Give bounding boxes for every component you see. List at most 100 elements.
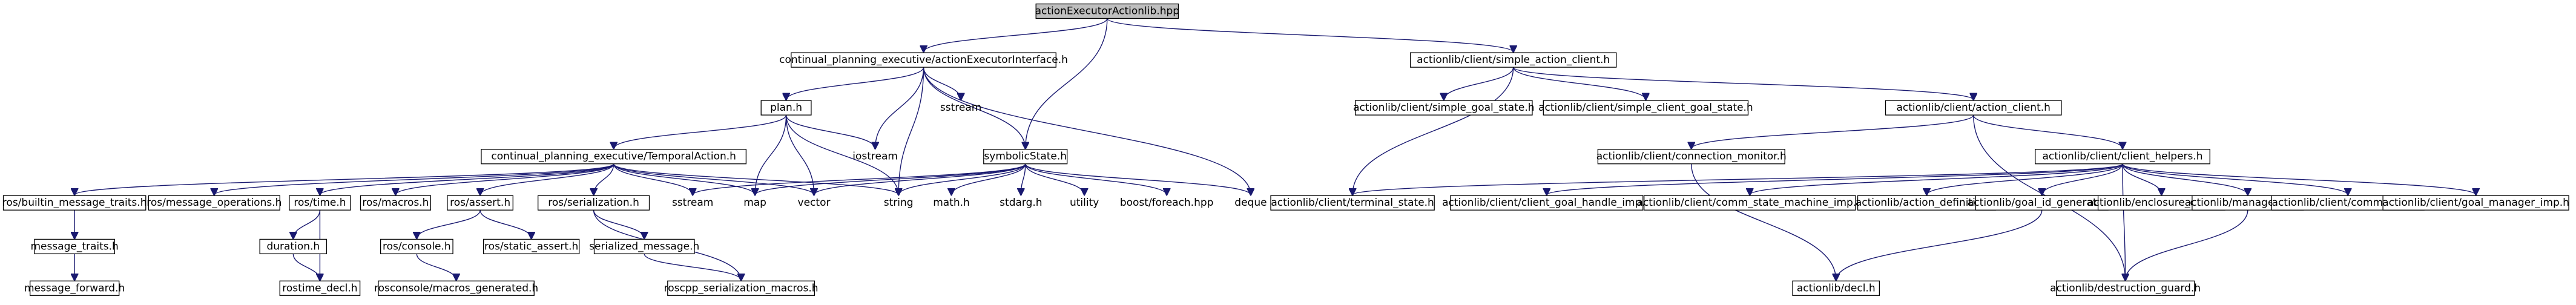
- edge-symstate-to-foreach: [1025, 163, 1167, 195]
- node-box-duration: [259, 238, 328, 255]
- node-destguard[interactable]: actionlib/destruction_guard.h: [2050, 280, 2201, 296]
- node-label-msgfwd: message_forward.h: [24, 282, 125, 294]
- node-rosmacros[interactable]: ros/macros.h: [360, 195, 431, 211]
- node-label-sstream_top: sstream: [940, 102, 981, 114]
- node-label-rostime: ros/time.h: [294, 197, 346, 209]
- node-rosconsole[interactable]: ros/console.h: [380, 238, 453, 255]
- edge-clienthelpers-to-goalid: [2042, 163, 2123, 195]
- edge-symstate-to-sstream2: [693, 163, 1026, 195]
- node-label-sermsg: serialized_message.h: [589, 240, 699, 252]
- node-label-mathh: math.h: [933, 197, 970, 209]
- node-aei[interactable]: continual_planning_executive/actionExecu…: [779, 52, 1068, 68]
- edge-clienthelpers-to-encdel: [2122, 163, 2161, 195]
- node-box-macrosgen: [378, 280, 535, 296]
- edge-symstate-to-utility: [1025, 163, 1084, 195]
- node-goalmgr[interactable]: actionlib/client/goal_manager_imp.h: [2382, 195, 2569, 211]
- node-box-rosassert: [447, 195, 513, 211]
- node-rosassert[interactable]: ros/assert.h: [447, 195, 513, 211]
- node-serialization[interactable]: ros/serialization.h: [538, 195, 650, 211]
- edge-clienthelpers-to-destguard: [2123, 163, 2126, 281]
- node-root[interactable]: actionExecutorActionlib.hpp: [1035, 3, 1179, 19]
- node-box-staticassert: [483, 238, 580, 255]
- dependency-edges: [74, 18, 2476, 280]
- node-msgops[interactable]: ros/message_operations.h: [147, 195, 282, 211]
- edge-clienthelpers-to-cgh: [1547, 163, 2123, 195]
- node-label-ac: actionlib/client/action_client.h: [1897, 102, 2051, 114]
- node-label-goalmgr: actionlib/client/goal_manager_imp.h: [2382, 197, 2569, 209]
- node-msgtraits[interactable]: message_traits.h: [30, 238, 119, 255]
- node-box-connmon: [1597, 149, 1785, 165]
- edge-sac-to-scgs: [1513, 67, 1646, 100]
- node-macrosgen[interactable]: rosconsole/macros_generated.h: [374, 280, 538, 296]
- node-box-decl: [1792, 280, 1880, 296]
- node-label-terminal: actionlib/client/terminal_state.h: [1271, 197, 1434, 209]
- node-sermsg[interactable]: serialized_message.h: [589, 238, 699, 255]
- node-label-vector: vector: [798, 197, 831, 209]
- node-rostime[interactable]: ros/time.h: [289, 195, 351, 211]
- node-label-sstream2: sstream: [672, 197, 713, 209]
- node-label-serialization: ros/serialization.h: [548, 197, 639, 209]
- node-goalid[interactable]: actionlib/goal_id_generator.h: [1968, 195, 2116, 211]
- node-utility: utility: [1070, 197, 1099, 209]
- node-label-stdarg: stdarg.h: [1000, 197, 1042, 209]
- edge-symstate-to-deque: [1025, 163, 1251, 195]
- node-actdef[interactable]: actionlib/action_definition.h: [1856, 195, 1998, 211]
- edge-aei-to-sstream_top: [923, 67, 961, 100]
- node-builtin[interactable]: ros/builtin_message_traits.h: [2, 195, 147, 211]
- edge-root-to-symstate: [1026, 18, 1108, 148]
- edge-tempaction-to-builtin: [74, 163, 614, 195]
- node-box-msgfwd: [29, 280, 120, 296]
- node-label-rosassert: ros/assert.h: [450, 197, 510, 209]
- node-label-root: actionExecutorActionlib.hpp: [1035, 5, 1179, 17]
- node-label-deque: deque: [1234, 197, 1267, 209]
- node-staticassert[interactable]: ros/static_assert.h: [483, 238, 580, 255]
- node-label-plan: plan.h: [770, 102, 802, 114]
- edge-rostime-to-duration: [293, 210, 321, 238]
- node-box-serialization: [538, 195, 650, 211]
- node-connmon[interactable]: actionlib/client/connection_monitor.h: [1596, 149, 1787, 165]
- node-sac[interactable]: actionlib/client/simple_action_client.h: [1410, 52, 1617, 68]
- node-decl[interactable]: actionlib/decl.h: [1792, 280, 1880, 296]
- edge-clienthelpers-to-managed: [2122, 163, 2248, 195]
- node-msgfwd[interactable]: message_forward.h: [24, 280, 125, 296]
- node-box-msgops: [148, 195, 280, 211]
- edge-symstate-to-vector: [814, 163, 1026, 195]
- node-box-rosconsole: [380, 238, 453, 255]
- node-terminal[interactable]: actionlib/client/terminal_state.h: [1270, 195, 1435, 211]
- edge-root-to-sac: [1107, 18, 1514, 52]
- node-label-scgs: actionlib/client/simple_client_goal_stat…: [1538, 102, 1753, 114]
- edge-plan-to-map: [755, 115, 787, 195]
- node-plan[interactable]: plan.h: [760, 100, 812, 116]
- node-box-goalid: [1975, 195, 2109, 211]
- node-duration[interactable]: duration.h: [259, 238, 328, 255]
- node-label-aei: continual_planning_executive/actionExecu…: [779, 54, 1068, 66]
- node-ac[interactable]: actionlib/client/action_client.h: [1885, 100, 2062, 116]
- node-roscppsermacros[interactable]: roscpp_serialization_macros.h: [664, 280, 819, 296]
- node-box-rostime: [289, 195, 351, 211]
- edge-tempaction-to-serialization: [594, 163, 614, 195]
- node-label-macrosgen: rosconsole/macros_generated.h: [374, 282, 538, 294]
- node-sgs[interactable]: actionlib/client/simple_goal_state.h: [1353, 100, 1535, 116]
- edge-plan-to-iostream: [785, 114, 875, 149]
- edge-sermsg-to-roscppsermacros: [644, 254, 741, 280]
- node-string: string: [884, 197, 914, 209]
- node-label-builtin: ros/builtin_message_traits.h: [2, 197, 147, 209]
- node-scgs[interactable]: actionlib/client/simple_client_goal_stat…: [1538, 100, 1753, 116]
- node-tempaction[interactable]: continual_planning_executive/TemporalAct…: [481, 149, 747, 165]
- node-clienthelpers[interactable]: actionlib/client/client_helpers.h: [2035, 149, 2210, 165]
- edge-clienthelpers-to-commstate: [2122, 163, 2348, 195]
- node-cgh[interactable]: actionlib/client/client_goal_handle_imp.…: [1442, 195, 1652, 211]
- node-rostimedecl[interactable]: rostime_decl.h: [279, 280, 361, 296]
- node-label-rosconsole: ros/console.h: [383, 240, 451, 252]
- node-csm[interactable]: actionlib/client/comm_state_machine_imp.…: [1637, 195, 1863, 211]
- edge-tempaction-to-rosassert: [480, 163, 614, 195]
- node-label-duration: duration.h: [266, 240, 320, 252]
- edge-clienthelpers-to-goalmgr: [2122, 163, 2476, 195]
- edge-tempaction-to-rostime: [320, 163, 614, 195]
- node-symstate[interactable]: symbolicState.h: [983, 149, 1068, 165]
- node-label-iostream: iostream: [852, 151, 898, 163]
- node-label-msgtraits: message_traits.h: [30, 240, 118, 252]
- node-mathh: math.h: [933, 197, 970, 209]
- node-label-decl: actionlib/decl.h: [1797, 282, 1876, 294]
- node-label-roscppsermacros: roscpp_serialization_macros.h: [664, 282, 819, 294]
